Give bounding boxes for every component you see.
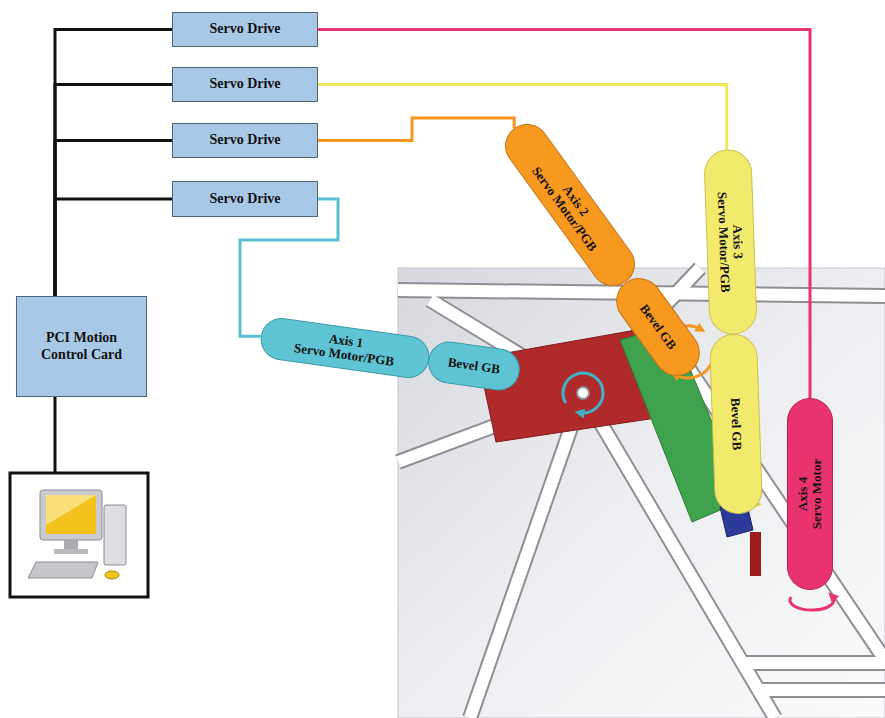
monitor (40, 490, 102, 540)
rotation-arrow (563, 373, 603, 413)
node-label: PCI Motion Control Card (25, 330, 138, 364)
screen-glare (46, 495, 96, 525)
frame-hub (577, 387, 589, 399)
computer-frame (10, 473, 148, 597)
gearbox-capsule: Bevel GB (709, 334, 763, 516)
frame-struts (398, 268, 885, 718)
servo-drive-box: Servo Drive (172, 181, 318, 217)
servo-drive-box: Servo Drive (172, 67, 318, 102)
motor-cable (240, 199, 338, 336)
tool-rod (750, 532, 761, 576)
bus-wire (55, 85, 172, 297)
node-label: Servo Motor/PGB (714, 192, 732, 293)
monitor-base (54, 549, 88, 554)
bus-wire (55, 199, 172, 296)
background-panel (398, 268, 885, 718)
mouse (105, 571, 119, 579)
node-label: Servo Drive (209, 132, 280, 149)
monitor-screen (46, 495, 96, 534)
node-label: Bevel GB (447, 355, 501, 376)
monitor-stand (64, 540, 78, 550)
computer-icon (10, 473, 148, 597)
bus-wire (55, 30, 172, 297)
computer-tower (104, 505, 126, 565)
node-label: Bevel GB (728, 398, 744, 451)
keyboard (28, 562, 98, 578)
node-label: Servo Drive (209, 21, 280, 38)
bus-wire (55, 141, 172, 297)
node-label: Servo Drive (209, 76, 280, 93)
node-label: Servo Motor (810, 459, 824, 529)
servo-motor-capsule: Axis 4Servo Motor (787, 398, 833, 590)
servo-motor-capsule: Axis 3Servo Motor/PGB (703, 149, 757, 336)
node-label: Axis 3 (729, 224, 744, 259)
motor-cable (318, 118, 514, 141)
bus-wire (54, 396, 57, 473)
servo-drive-box: Servo Drive (172, 123, 318, 158)
rotation-arrow (790, 596, 834, 610)
motion-card-box: PCI Motion Control Card (16, 296, 147, 397)
node-label: Axis 4 (796, 477, 810, 511)
servo-drive-box: Servo Drive (172, 12, 318, 47)
node-label: Bevel GB (637, 301, 679, 352)
frame-strut-outlines (398, 268, 885, 718)
node-label: Servo Drive (209, 191, 280, 208)
